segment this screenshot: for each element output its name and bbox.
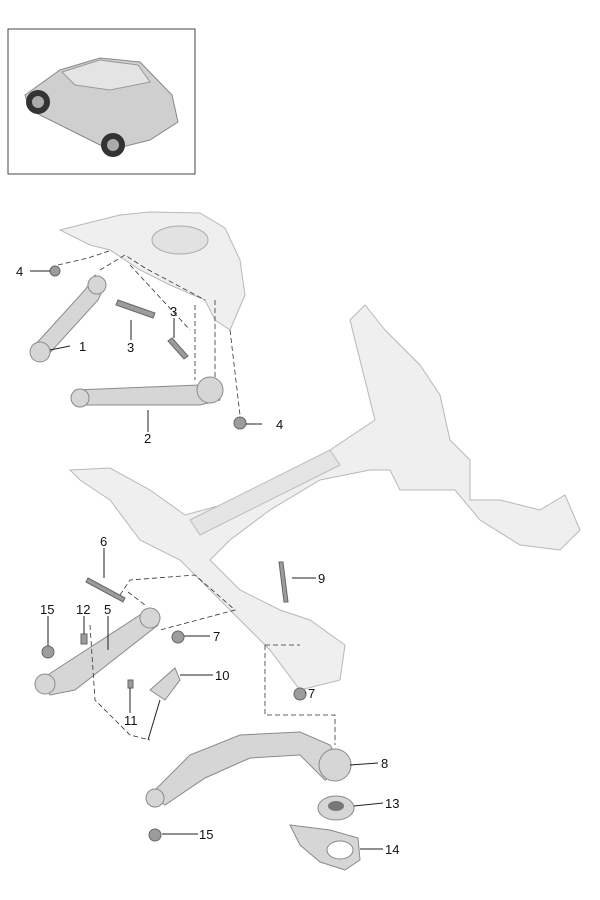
level-sensor-10[interactable]: [147, 667, 181, 741]
callout-5[interactable]: 5: [104, 602, 111, 617]
callout-3b[interactable]: 3: [170, 304, 177, 319]
callout-2[interactable]: 2: [144, 431, 151, 446]
callout-4b[interactable]: 4: [276, 417, 283, 432]
callout-7a[interactable]: 7: [213, 629, 220, 644]
front-axle-subframe[interactable]: [58, 211, 581, 691]
callout-15b[interactable]: 15: [199, 827, 213, 842]
nut-15a[interactable]: [41, 645, 55, 659]
callout-11[interactable]: 11: [124, 713, 138, 728]
callout-7b[interactable]: 7: [308, 686, 315, 701]
bolt-11[interactable]: [127, 679, 134, 689]
callout-9[interactable]: 9: [318, 571, 325, 586]
nut-4b[interactable]: [233, 416, 247, 430]
callout-12[interactable]: 12: [76, 602, 90, 617]
callout-13[interactable]: 13: [385, 796, 399, 811]
callout-1[interactable]: 1: [79, 339, 86, 354]
nut-7b[interactable]: [293, 687, 307, 701]
vehicle-thumbnail[interactable]: [7, 28, 196, 175]
callout-4a[interactable]: 4: [16, 264, 23, 279]
mount-13[interactable]: [317, 795, 355, 821]
bolt-3b[interactable]: [167, 337, 189, 360]
control-arm-2[interactable]: [70, 376, 224, 408]
callout-3a[interactable]: 3: [127, 340, 134, 355]
bolt-12[interactable]: [80, 633, 88, 645]
bolt-6[interactable]: [85, 577, 126, 603]
control-arm-5[interactable]: [34, 607, 161, 696]
control-arm-8[interactable]: [145, 731, 352, 808]
nut-4a[interactable]: [49, 265, 61, 277]
callout-14[interactable]: 14: [385, 842, 399, 857]
bolt-9[interactable]: [278, 561, 289, 603]
bolt-3a[interactable]: [115, 299, 156, 319]
callout-8[interactable]: 8: [381, 756, 388, 771]
nut-15b[interactable]: [148, 828, 162, 842]
control-arm-1[interactable]: [29, 274, 107, 363]
callout-15a[interactable]: 15: [40, 602, 54, 617]
callout-10[interactable]: 10: [215, 668, 229, 683]
nut-7a[interactable]: [171, 630, 185, 644]
callout-6[interactable]: 6: [100, 534, 107, 549]
bracket-14[interactable]: [289, 824, 361, 871]
